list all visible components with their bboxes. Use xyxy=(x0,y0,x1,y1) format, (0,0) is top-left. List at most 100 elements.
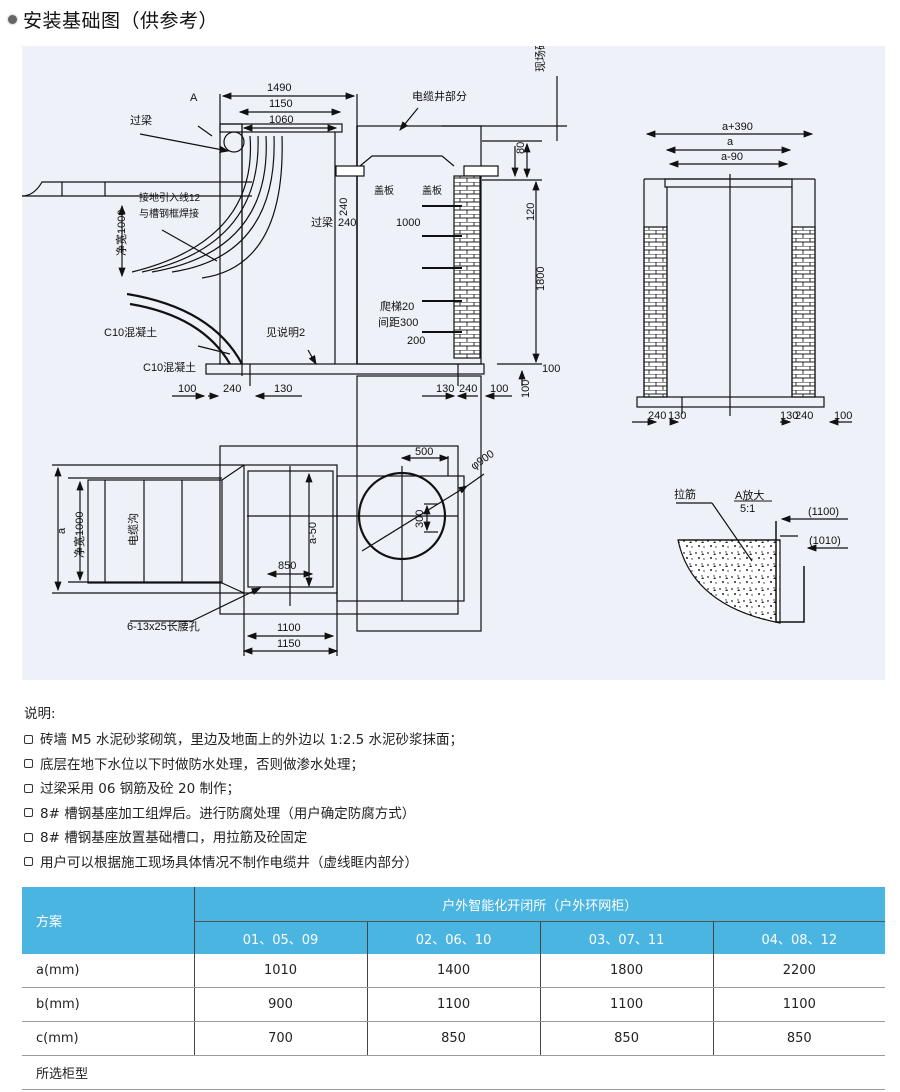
note-item: 用户可以根据施工现场具体情况不制作电缆井（虚线眶内部分） xyxy=(24,851,463,876)
dim-200: 200 xyxy=(407,335,425,347)
square-bullet-icon xyxy=(24,832,33,842)
cell: 850 xyxy=(366,1021,541,1056)
dim-120: 120 xyxy=(525,203,537,221)
cell: 900 xyxy=(193,987,368,1022)
label-beam-mid: 过梁 xyxy=(311,215,333,229)
cell: 1100 xyxy=(539,987,714,1022)
square-bullet-icon xyxy=(24,857,33,866)
table-row-footer: 所选柜型 xyxy=(22,1055,885,1090)
label-a: A xyxy=(190,92,198,104)
dim-bottom-130-right: 130 xyxy=(436,383,454,395)
notes-heading: 说明: xyxy=(24,706,56,722)
table-row: b(mm) 900 1100 1100 1100 xyxy=(22,987,885,1022)
dim-detail-1010: (1010) xyxy=(809,535,841,547)
dim-a-plus-390: a+390 xyxy=(722,121,753,133)
header-col: 02、06、10 xyxy=(366,921,541,954)
dim-1490: 1490 xyxy=(267,82,291,94)
table-row: c(mm) 700 850 850 850 xyxy=(22,1021,885,1056)
cell: 1400 xyxy=(366,954,541,988)
plan-view xyxy=(52,375,485,656)
dim-bottom-240-left: 240 xyxy=(223,383,241,395)
note-item: 8# 槽钢基座加工组焊后。进行防腐处理（用户确定防腐方式） xyxy=(24,802,463,827)
header-col: 04、08、12 xyxy=(712,921,885,954)
detail-a-title: A放大 xyxy=(735,488,764,502)
label-slot-holes: 6-13x25长腰孔 xyxy=(127,620,200,633)
header-group: 户外智能化开闭所（户外环网柜） xyxy=(193,887,885,922)
dim-side-240-right: 240 xyxy=(795,410,813,422)
dim-plan-clear-width: 净宽1000 xyxy=(72,512,86,558)
section-title: 安装基础图（供参考） xyxy=(8,4,218,34)
row-label: a(mm) xyxy=(22,954,194,988)
cell: 1800 xyxy=(539,954,714,988)
table-row: a(mm) 1010 1400 1800 2200 xyxy=(22,954,885,988)
notes-section: 说明: 砖墙 M5 水泥砂浆砌筑，里边及地面上的外边以 1:2.5 水泥砂浆抹面… xyxy=(24,702,463,875)
label-concrete-1: C10混凝土 xyxy=(104,325,157,339)
dim-1000: 1000 xyxy=(396,217,420,229)
dim-bottom-100-right: 100 xyxy=(490,383,508,395)
dim-plan-1150: 1150 xyxy=(277,638,301,650)
label-concrete-2: C10混凝土 xyxy=(143,360,196,374)
header-col: 03、07、11 xyxy=(539,921,714,954)
cell: 1010 xyxy=(193,954,368,988)
label-rebar: 拉筋 xyxy=(674,487,696,501)
note-item: 砖墙 M5 水泥砂浆砌筑，里边及地面上的外边以 1:2.5 水泥砂浆抹面； xyxy=(24,728,463,753)
label-ladder: 爬梯20 xyxy=(380,300,414,313)
square-bullet-icon xyxy=(24,808,33,817)
label-see-note: 见说明2 xyxy=(266,325,305,339)
label-beam-top: 过梁 xyxy=(130,113,152,127)
label-cover-plate-1: 盖板 xyxy=(374,184,394,197)
detail-a xyxy=(676,500,848,624)
note-item: 8# 槽钢基座放置基础槽口，用拉筋及砼固定 xyxy=(24,826,463,851)
header-col: 01、05、09 xyxy=(193,921,368,954)
dim-1100: 1100 xyxy=(277,622,301,634)
dim-bottom-100-left: 100 xyxy=(178,383,196,395)
dim-240-horizontal: 240 xyxy=(338,217,356,229)
detail-a-labels: A放大 5:1 拉筋 (1100) (1010) xyxy=(674,487,841,547)
cell: 850 xyxy=(539,1021,714,1056)
dim-100-right-bottom: 100 xyxy=(520,380,532,398)
note-item: 底层在地下水位以下时做防水处理，否则做渗水处理； xyxy=(24,753,463,778)
footer-label: 所选柜型 xyxy=(22,1055,885,1090)
label-ground-wire-2: 与槽钢框焊接 xyxy=(139,207,199,220)
spec-table: 方案 户外智能化开闭所（户外环网柜） 01、05、09 02、06、10 03、… xyxy=(22,887,885,1090)
dim-phi-900: φ900 xyxy=(469,448,497,472)
dim-80: 80 xyxy=(515,142,527,154)
label-ladder-spacing: 间距300 xyxy=(378,316,418,329)
dim-bottom-130-left: 130 xyxy=(274,383,292,395)
label-cable-trench: 电缆沟 xyxy=(127,513,140,546)
dim-side-240-left: 240 xyxy=(648,410,666,422)
detail-a-scale: 5:1 xyxy=(740,503,755,515)
dim-300: 300 xyxy=(414,510,426,528)
dim-a-minus-50: a-50 xyxy=(307,522,319,544)
section-labels: A 过梁 电缆井部分 现场确定 盖板 盖板 过梁 接地引入线12 与槽钢框焊接 … xyxy=(104,46,560,398)
dim-detail-1100: (1100) xyxy=(808,506,839,518)
square-bullet-icon xyxy=(24,759,33,768)
label-clear-width: 净宽1000 xyxy=(114,210,128,256)
dim-side-130-left: 130 xyxy=(668,410,686,422)
side-view-labels: a+390 a a-90 240 130 130 240 100 xyxy=(648,121,852,422)
cell: 1100 xyxy=(712,987,885,1022)
row-label: c(mm) xyxy=(22,1021,194,1056)
cell: 1100 xyxy=(366,987,541,1022)
dim-500: 500 xyxy=(415,446,433,458)
cell: 850 xyxy=(712,1021,885,1056)
dim-a: a xyxy=(727,136,734,148)
foundation-drawing: A 过梁 电缆井部分 现场确定 盖板 盖板 过梁 接地引入线12 与槽钢框焊接 … xyxy=(22,46,885,680)
row-label: b(mm) xyxy=(22,987,194,1022)
section-title-text: 安装基础图（供参考） xyxy=(23,9,219,32)
label-cable-well: 电缆井部分 xyxy=(412,89,467,103)
note-item: 过梁采用 06 钢筋及砼 20 制作； xyxy=(24,777,463,802)
header-scheme: 方案 xyxy=(22,887,194,954)
dim-240-vertical: 240 xyxy=(338,198,350,216)
cell: 2200 xyxy=(712,954,885,988)
label-cover-plate-2: 盖板 xyxy=(422,184,442,197)
side-view xyxy=(632,130,852,426)
cell: 700 xyxy=(193,1021,368,1056)
dim-1800: 1800 xyxy=(535,267,547,291)
bullet-dot-icon xyxy=(8,14,17,24)
dim-side-130-right: 130 xyxy=(780,410,798,422)
square-bullet-icon xyxy=(24,734,33,744)
dim-plan-a: a xyxy=(56,527,68,534)
section-view xyxy=(22,76,567,400)
dim-a-minus-90: a-90 xyxy=(721,151,743,163)
